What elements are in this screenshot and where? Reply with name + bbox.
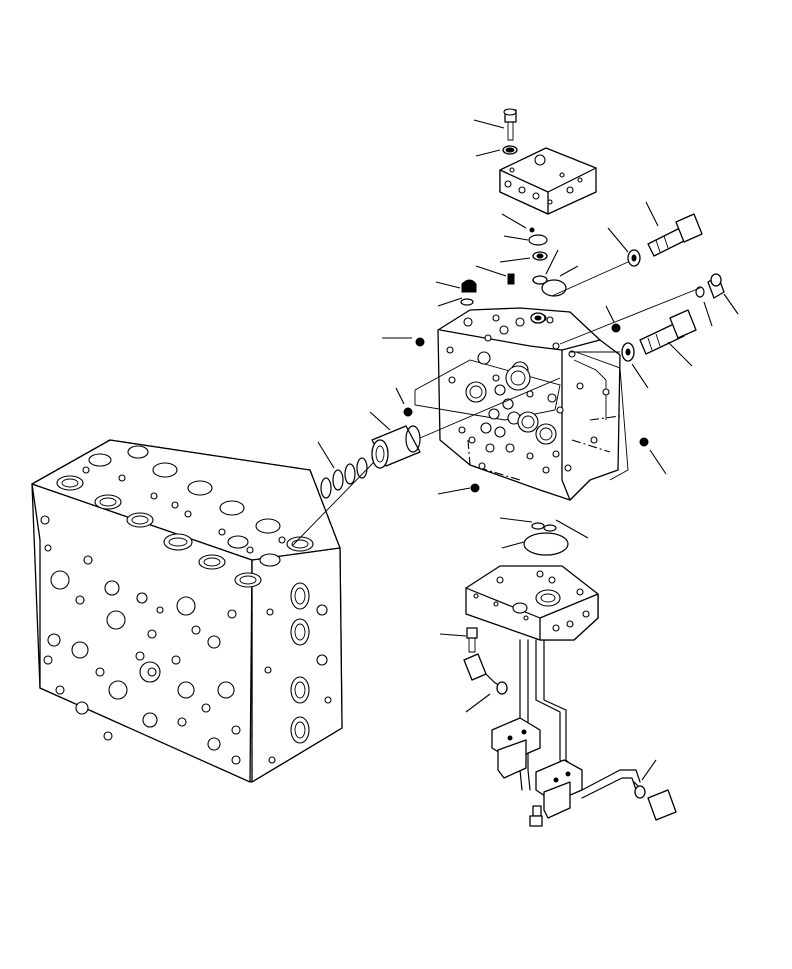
center-valve-section xyxy=(414,307,629,501)
upper-bolt-axis xyxy=(551,261,629,297)
block-front-ports xyxy=(40,515,241,765)
cap-small-parts xyxy=(528,227,567,297)
spring xyxy=(320,457,368,499)
side-bolt-lower xyxy=(621,309,697,362)
solenoid-valve-left xyxy=(491,717,541,779)
solenoid-valve-right xyxy=(535,759,583,819)
plug-axis xyxy=(559,287,701,345)
cap-bolt xyxy=(502,108,518,155)
callout-leaders xyxy=(317,119,739,781)
side-plug xyxy=(695,273,725,299)
top-cover-block xyxy=(499,147,597,215)
assembly-center-line xyxy=(291,461,375,547)
side-bolt-upper xyxy=(627,213,703,267)
lower-orings xyxy=(523,522,569,556)
block-side-ports xyxy=(264,582,332,764)
spool-sleeve xyxy=(371,425,421,469)
pressure-sensor-right xyxy=(633,781,677,821)
center-fittings xyxy=(403,273,649,493)
lower-valve-block xyxy=(465,565,599,641)
block-top-ports xyxy=(56,445,314,588)
bottom-bolt xyxy=(529,805,543,827)
spool-axis-line xyxy=(419,377,561,439)
pressure-sensor-left xyxy=(463,653,508,695)
lower-bolt xyxy=(466,627,478,653)
main-valve-block xyxy=(31,439,343,783)
